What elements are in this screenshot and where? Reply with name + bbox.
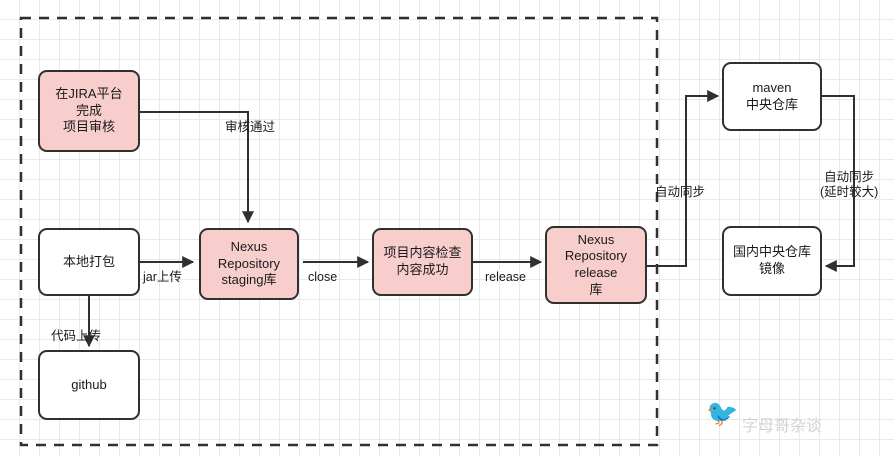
- edge-label-code-upload-text: 代码上传: [51, 329, 102, 343]
- dashed-group-boundary: [19, 16, 659, 447]
- node-github-label: github: [71, 376, 107, 392]
- edge-label-release: release: [485, 255, 526, 285]
- watermark-title: 字母哥杂谈: [742, 417, 823, 435]
- edge-label-autosync-delay: 自动同步 (延时较大): [820, 155, 878, 200]
- node-nexus-staging[interactable]: Nexus Repository staging库: [199, 228, 299, 300]
- node-china-mirror-label: 国内中央仓库 镜像: [732, 244, 811, 276]
- edge-label-autosync: 自动同步: [655, 170, 705, 200]
- node-local-package[interactable]: 本地打包: [38, 228, 140, 296]
- edge-label-autosync-delay-text: 自动同步 (延时较大): [820, 170, 879, 199]
- node-jira-label: 在JIRA平台 完成 项目审核: [55, 86, 123, 135]
- edge-label-autosync-text: 自动同步: [655, 185, 706, 199]
- node-content-check[interactable]: 项目内容检查 内容成功: [372, 228, 473, 296]
- edge-label-close: close: [308, 255, 337, 285]
- node-local-package-label: 本地打包: [62, 253, 115, 269]
- edge-label-approve: 审核通过: [225, 105, 275, 135]
- edge-label-jar-upload: jar上传: [143, 255, 182, 285]
- edge-label-jar-upload-text: jar上传: [143, 270, 182, 284]
- edge-label-close-text: close: [308, 270, 338, 284]
- edge-label-release-text: release: [485, 270, 526, 284]
- watermark-bird-icon: 🐦: [706, 398, 739, 428]
- node-maven-central-label: maven 中央仓库: [745, 79, 798, 112]
- node-maven-central[interactable]: maven 中央仓库: [722, 62, 822, 131]
- node-nexus-release[interactable]: Nexus Repository release 库: [545, 226, 647, 304]
- watermark: 字母哥杂谈 @稀土掘金技术社区: [742, 398, 868, 456]
- node-nexus-release-label: Nexus Repository release 库: [564, 231, 628, 297]
- node-jira[interactable]: 在JIRA平台 完成 项目审核: [38, 70, 140, 152]
- edge-jira-to-staging: [140, 111, 254, 224]
- edge-release-to-maven: [647, 90, 720, 267]
- edge-label-code-upload: 代码上传: [51, 314, 101, 344]
- node-github[interactable]: github: [38, 350, 140, 420]
- node-china-mirror[interactable]: 国内中央仓库 镜像: [722, 226, 822, 296]
- node-nexus-staging-label: Nexus Repository staging库: [217, 239, 281, 288]
- node-content-check-label: 项目内容检查 内容成功: [383, 245, 462, 277]
- edge-label-approve-text: 审核通过: [225, 120, 276, 134]
- edge-maven-to-mirror: [822, 95, 855, 272]
